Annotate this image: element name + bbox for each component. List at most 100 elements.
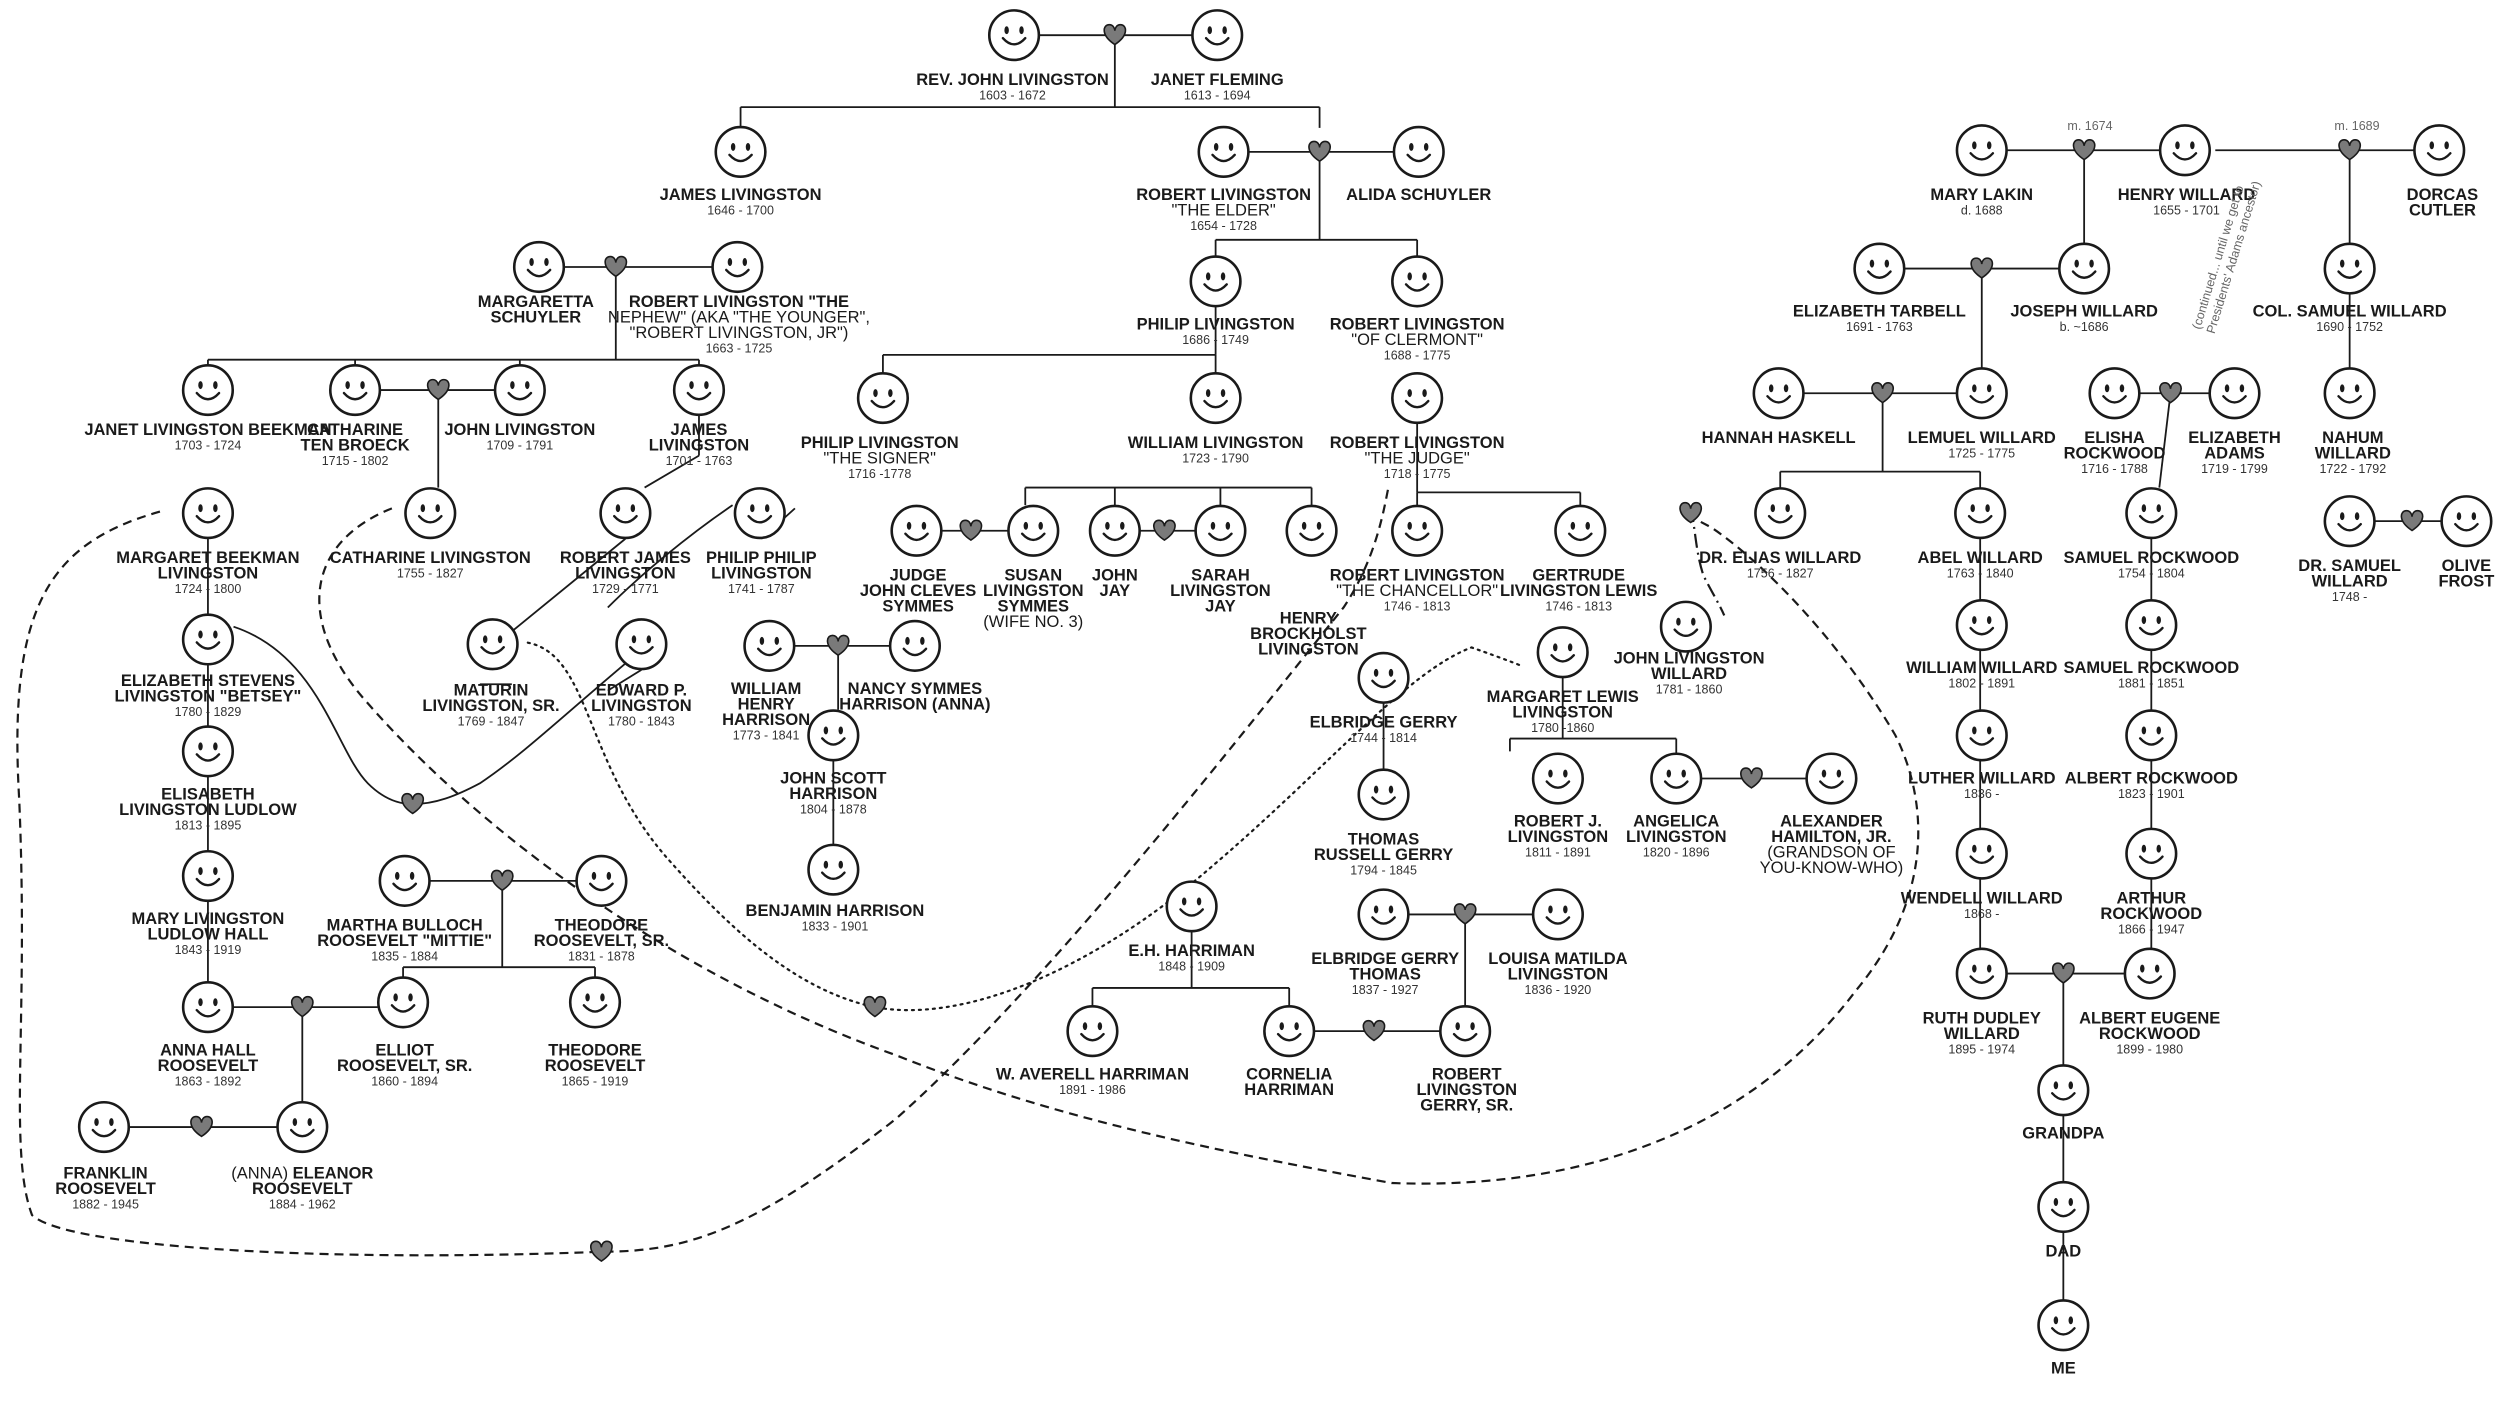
- life-dates: 1780 - 1829: [175, 705, 242, 719]
- name-line: ALBERT ROCKWOOD: [2065, 770, 2238, 788]
- name-line: GERTRUDE: [1532, 567, 1625, 585]
- face-icon-lemuel: [1955, 367, 2008, 420]
- face-icon-olive: [2440, 495, 2493, 548]
- name-line: ROOSEVELT: [55, 1180, 156, 1198]
- life-dates: 1703 - 1724: [175, 439, 242, 453]
- name-line: PHILIP LIVINGSTON: [801, 434, 959, 452]
- life-dates: 1773 - 1841: [733, 729, 800, 743]
- face-icon-anna-hall: [181, 981, 235, 1034]
- note-married-1689: m. 1689: [2334, 119, 2379, 133]
- name-line: SAMUEL ROCKWOOD: [2063, 549, 2239, 567]
- life-dates: 1663 - 1725: [706, 342, 773, 356]
- name-line: SARAH: [1191, 567, 1250, 585]
- life-dates: 1754 - 1804: [2118, 566, 2185, 580]
- face-icon-wendell: [1955, 827, 2008, 880]
- life-dates: 1654 - 1728: [1190, 219, 1257, 233]
- heart-icon: [959, 519, 983, 542]
- life-dates: 1756 - 1827: [1747, 566, 1814, 580]
- face-icon-ruth: [1955, 947, 2008, 1000]
- face-icon-nancy-symmes: [888, 619, 941, 672]
- life-dates: 1719 - 1799: [2201, 462, 2268, 476]
- name-line: MARTHA BULLOCH: [327, 917, 483, 935]
- life-dates: 1725 - 1775: [1948, 447, 2015, 461]
- face-icon-rl-gerry: [1439, 1005, 1492, 1058]
- heart-icon: [1871, 382, 1894, 404]
- name-line: E.H. HARRIMAN: [1128, 942, 1255, 960]
- face-icon-fdr: [77, 1100, 131, 1154]
- heart-icon: [290, 995, 314, 1018]
- life-dates: 1690 - 1752: [2316, 320, 2383, 334]
- name-line: HARRIMAN: [1244, 1081, 1334, 1099]
- name-line: LOUISA MATILDA: [1488, 950, 1627, 968]
- face-icon-sarah-jay: [1194, 504, 1247, 557]
- face-icon-martha-bulloch: [378, 854, 431, 907]
- heart-icon: [1308, 140, 1331, 163]
- person-hannah: HANNAH HASKELL: [1702, 429, 1856, 447]
- life-dates: 1709 - 1791: [486, 439, 553, 453]
- face-icon-john-1709: [493, 363, 546, 417]
- name-line: LIVINGSTON: [1258, 641, 1359, 659]
- name-line: JAY: [1100, 582, 1131, 600]
- name-line: LUTHER WILLARD: [1908, 770, 2056, 788]
- heart-icon: [604, 255, 628, 278]
- face-icon-robert-chancellor: [1391, 504, 1444, 557]
- name-line: WILLARD: [2315, 445, 2391, 463]
- face-icon-benjamin-harrison: [807, 843, 860, 896]
- life-dates: 1836 -: [1964, 787, 1999, 801]
- face-icon-angelica: [1650, 752, 1703, 805]
- connector-lines: [129, 34, 2441, 1300]
- heart-icon: [190, 1115, 213, 1138]
- face-icon-elbridge-thomas: [1357, 888, 1410, 941]
- person-me: ME: [2051, 1359, 2076, 1377]
- face-icon-luther: [1955, 709, 2008, 762]
- face-icon-dr-elias: [1754, 487, 1807, 540]
- name-line: ROBERT J.: [1514, 813, 1602, 831]
- name-line: HENRY WILLARD: [2118, 186, 2256, 204]
- name-line: ADAMS: [2204, 445, 2265, 463]
- name-line: LIVINGSTON: [1416, 1081, 1517, 1099]
- name-line: ANNA HALL: [160, 1041, 256, 1059]
- name-line: ELLIOT: [375, 1041, 434, 1059]
- name-line: ROOSEVELT: [252, 1180, 353, 1198]
- face-icon-thomas-gerry: [1357, 768, 1410, 821]
- life-dates: 1891 - 1986: [1059, 1083, 1126, 1097]
- life-dates: d. 1688: [1961, 204, 2003, 218]
- life-dates: 1820 - 1896: [1643, 846, 1710, 860]
- face-icon-grandpa: [2037, 1064, 2090, 1117]
- face-icon-margaret-lewis: [1536, 626, 1589, 679]
- life-dates: 1613 - 1694: [1184, 88, 1251, 102]
- face-icon-gertrude: [1554, 504, 1607, 557]
- name-line: ARTHUR: [2116, 889, 2186, 907]
- name-line: LIVINGSTON: [711, 564, 812, 582]
- name-line: REV. JOHN LIVINGSTON: [916, 71, 1109, 89]
- face-icon-col-samuel: [2323, 242, 2376, 295]
- name-line: LIVINGSTON: [983, 582, 1084, 600]
- face-icon-elisabeth-ludlow: [181, 725, 235, 778]
- face-icon-henry-brockholst: [1285, 504, 1338, 557]
- name-line: LIVINGSTON: [1508, 966, 1609, 984]
- name-line: JAY: [1205, 598, 1236, 616]
- name-line: JOHN: [1092, 567, 1138, 585]
- life-dates: 1724 - 1800: [175, 582, 242, 596]
- name-line: LIVINGSTON: [1170, 582, 1271, 600]
- name-line: ROOSEVELT: [158, 1057, 259, 1075]
